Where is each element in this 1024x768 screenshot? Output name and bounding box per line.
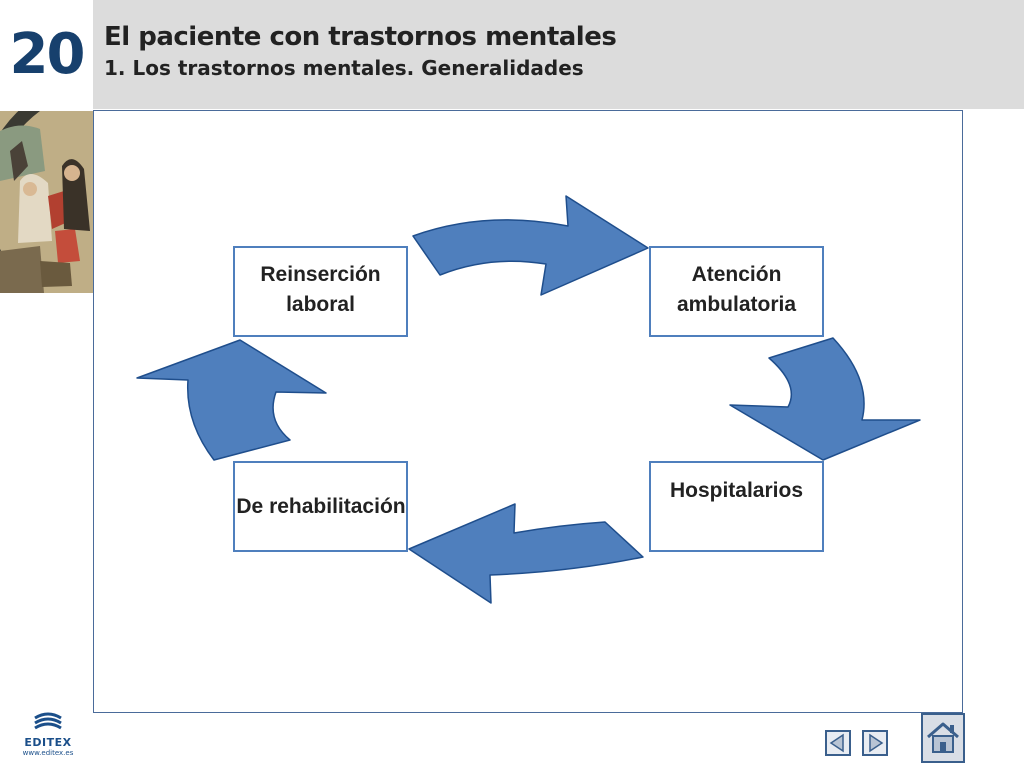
prev-icon [829,733,844,753]
painting-image [0,111,94,293]
box-rehabilitacion [233,461,408,552]
header-band [93,0,1024,109]
box-reinsercion [233,246,408,337]
logo-word: EDITEX [24,736,72,749]
title-block: El paciente con trastornos mentales 1. L… [104,20,617,82]
logo-url: www.editex.es [22,749,74,757]
page-subtitle: 1. Los trastornos mentales. Generalidade… [104,56,584,80]
editex-logo[interactable]: EDITEX www.editex.es [18,712,78,762]
editex-logo-icon [34,712,62,730]
box-hospitalarios [649,461,824,552]
prev-button[interactable] [825,730,851,756]
label-reinsercion: Reinserción laboral [260,263,381,316]
content-frame [93,110,963,713]
label-rehabilitacion: De rehabilitación [236,495,406,518]
next-icon [869,733,884,753]
label-hospitalarios: Hospitalarios [669,479,804,502]
next-button[interactable] [862,730,888,756]
page-title: El paciente con trastornos mentales [104,22,617,52]
box-atencion [649,246,824,337]
home-icon [927,722,959,753]
home-button[interactable] [921,713,965,763]
unit-number: 20 [9,22,86,87]
label-atencion: Atención ambulatoria [676,263,797,316]
